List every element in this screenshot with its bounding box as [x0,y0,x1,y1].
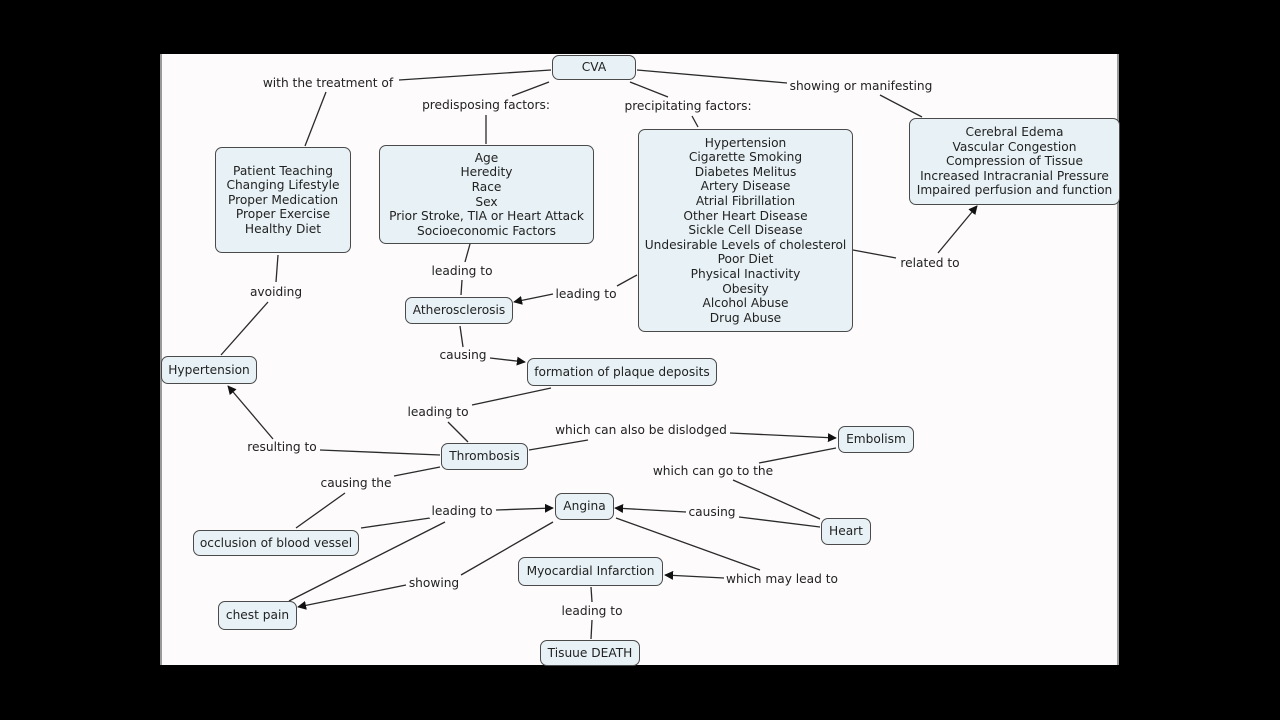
node-text-line: Tisuue DEATH [547,645,633,660]
link-showing-or-manifesting: showing or manifesting [787,79,935,93]
node-text-line: Cigarette Smoking [688,150,803,165]
node-text-line: Vascular Congestion [952,139,1077,154]
link-occlusion-leading-to: leading to [429,504,495,518]
link-related-to: related to [898,256,962,270]
link-plaque-leading-to: leading to [405,405,471,419]
node-text-line: Hypertension [704,135,787,150]
node-myocardial-infarction[interactable]: Myocardial Infarction [518,557,663,586]
node-text-line: Undesirable Levels of cholesterol [644,237,847,252]
link-precipitating-leading-to: leading to [553,287,619,301]
node-angina[interactable]: Angina [555,493,614,520]
node-text-line: Healthy Diet [244,221,322,236]
node-text-line: Sickle Cell Disease [688,223,803,238]
node-text-line: Alcohol Abuse [702,296,789,311]
node-plaque-deposits[interactable]: formation of plaque deposits [527,358,717,386]
node-text-line: Patient Teaching [233,163,333,178]
node-text-line: Artery Disease [700,179,791,194]
node-text-line: Myocardial Infarction [526,564,655,579]
node-thrombosis[interactable]: Thrombosis [441,443,528,470]
node-text-line: Poor Diet [717,252,774,267]
node-chest-pain[interactable]: chest pain [218,601,297,630]
node-text-line: CVA [581,60,607,75]
node-text-line: Heart [829,524,863,539]
link-showing: showing [406,576,462,590]
node-text-line: Thrombosis [449,449,520,464]
link-heart-causing: causing [686,505,738,519]
node-text-line: Heredity [460,165,513,180]
node-text-line: Socioeconomic Factors [416,223,557,238]
node-text-line: Hypertension [168,362,250,377]
link-causing-the: causing the [318,476,394,490]
node-text-line: Prior Stroke, TIA or Heart Attack [389,209,584,224]
link-which-can-go-to-the: which can go to the [650,464,776,478]
link-predisposing-leading-to: leading to [429,264,495,278]
node-cva[interactable]: CVA [552,55,636,80]
link-avoiding: avoiding [247,285,305,299]
node-text-line: chest pain [225,608,290,623]
link-which-may-lead-to: which may lead to [723,572,841,586]
node-text-line: Diabetes Melitus [694,164,797,179]
link-mi-leading-to: leading to [559,604,625,618]
node-text-line: Obesity [722,281,769,296]
node-text-line: Changing Lifestyle [226,178,340,193]
node-occlusion[interactable]: occlusion of blood vessel [193,530,359,556]
node-text-line: Physical Inactivity [690,266,801,281]
link-which-can-also-be-dislodged: which can also be dislodged [553,423,729,437]
node-text-line: Age [474,150,499,165]
link-precipitating-factors: precipitating factors: [622,99,754,113]
link-with-the-treatment-of: with the treatment of [260,76,396,90]
node-text-line: Compression of Tissue [946,154,1083,169]
node-text-line: Impaired perfusion and function [916,183,1113,198]
node-text-line: Drug Abuse [709,310,782,325]
node-text-line: Other Heart Disease [683,208,808,223]
node-text-line: Race [471,179,502,194]
node-text-line: formation of plaque deposits [534,364,710,379]
node-text-line: Sex [475,194,498,209]
link-predisposing-factors: predisposing factors: [420,98,552,112]
node-text-line: Embolism [846,432,906,447]
node-heart[interactable]: Heart [821,518,871,545]
node-text-line: Proper Exercise [235,207,331,222]
node-text-line: occlusion of blood vessel [199,535,353,550]
node-text-line: Increased Intracranial Pressure [920,168,1109,183]
node-text-line: Atrial Fibrillation [695,194,796,209]
node-text-line: Angina [563,499,606,514]
node-embolism[interactable]: Embolism [838,426,914,453]
node-atherosclerosis[interactable]: Atherosclerosis [405,297,513,324]
node-text-line: Proper Medication [227,192,339,207]
node-text-line: Cerebral Edema [965,125,1064,140]
node-tissue-death[interactable]: Tisuue DEATH [540,640,640,666]
node-hypertension[interactable]: Hypertension [161,356,257,384]
node-text-line: Atherosclerosis [412,303,506,318]
link-resulting-to: resulting to [245,440,319,454]
link-causing-plaque: causing [437,348,489,362]
